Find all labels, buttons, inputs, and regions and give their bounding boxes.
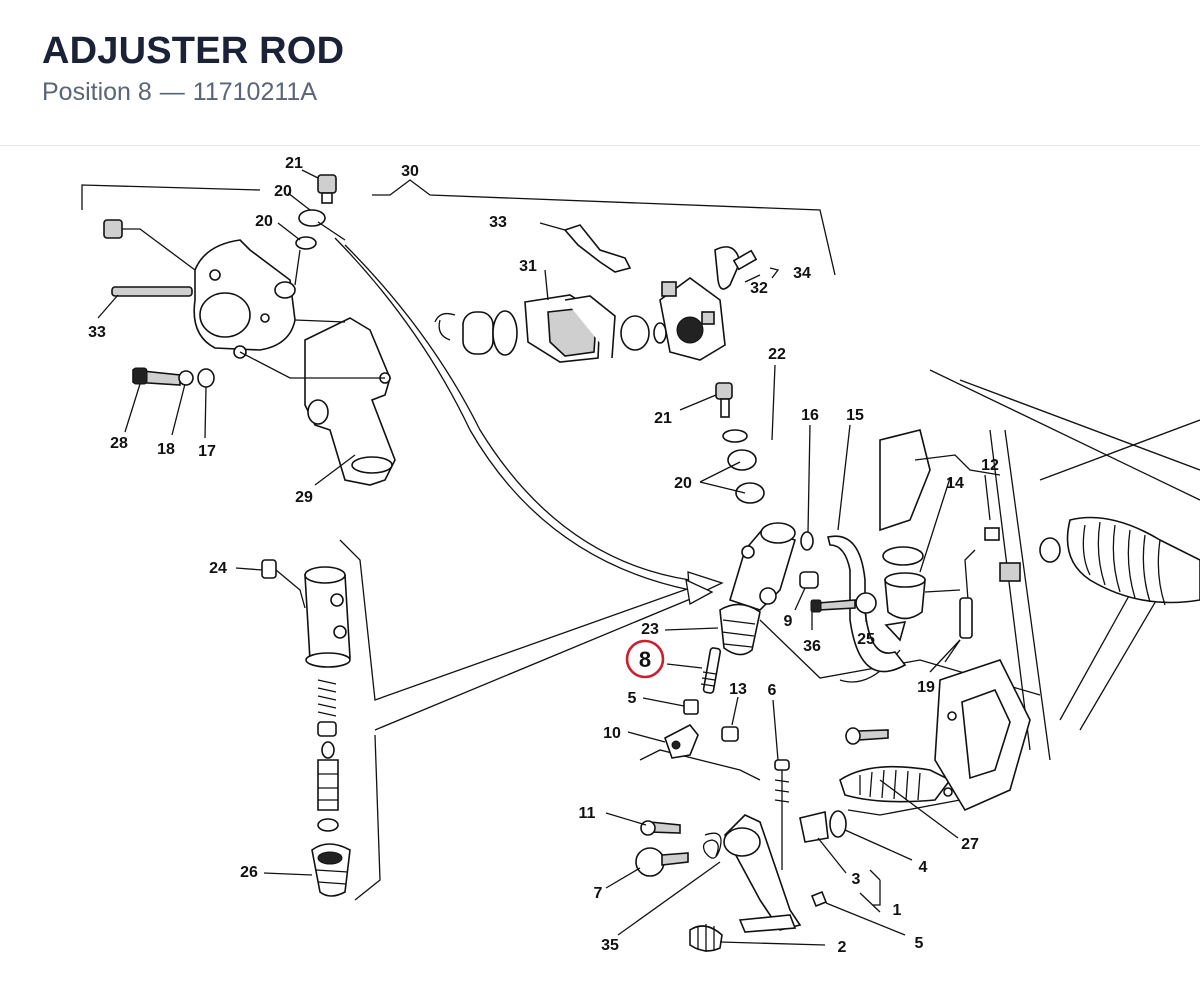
callout-21-right: 21: [654, 410, 672, 427]
boot-icon: [719, 603, 761, 656]
page-subtitle: Position 8—11710211A: [42, 78, 317, 107]
callout-13: 13: [729, 681, 747, 698]
callout-5-lower: 5: [915, 935, 924, 952]
brake-pads-group: [434, 224, 780, 363]
callout-25: 25: [857, 631, 875, 648]
subtitle-separator: —: [159, 78, 185, 106]
callout-2: 2: [838, 939, 847, 956]
callout-23: 23: [641, 621, 659, 638]
callout-8-highlighted[interactable]: 8: [639, 647, 651, 672]
screw-icon: [103, 219, 123, 239]
callout-20-right: 20: [674, 475, 692, 492]
callout-22: 22: [768, 346, 786, 363]
callout-28: 28: [110, 435, 128, 452]
callout-17: 17: [198, 443, 216, 460]
callout-14: 14: [946, 475, 964, 492]
callout-29: 29: [295, 489, 313, 506]
callout-7: 7: [594, 885, 603, 902]
highlight-ring: [625, 639, 665, 679]
callout-3: 3: [852, 871, 861, 888]
callout-6: 6: [768, 682, 777, 699]
adjuster-rod: [702, 647, 722, 694]
header: ADJUSTER ROD Position 8—11710211A: [0, 0, 1200, 146]
callout-31: 31: [519, 258, 537, 275]
callout-35: 35: [601, 937, 619, 954]
callout-19: 19: [917, 679, 935, 696]
rear-caliper-group: [103, 174, 396, 486]
callout-26: 26: [240, 864, 258, 881]
group-lines: [81, 179, 1200, 901]
callout-30: 30: [401, 163, 419, 180]
leader-lines: [97, 169, 991, 946]
callout-34: 34: [793, 265, 811, 282]
callout-1: 1: [893, 902, 902, 919]
callout-4: 4: [919, 859, 928, 876]
caliper-bracket: [304, 317, 396, 486]
callout-36: 36: [803, 638, 821, 655]
callout-9: 9: [784, 613, 793, 630]
callout-labels: 21 20 20 30 33 31 34 32 33 28 18 17 29 2…: [88, 155, 999, 956]
callout-12: 12: [981, 457, 999, 474]
part-number: 11710211A: [192, 78, 317, 106]
callout-20-mid: 20: [255, 213, 273, 230]
callout-21-top: 21: [285, 155, 303, 172]
callout-15: 15: [846, 407, 864, 424]
callout-32: 32: [750, 280, 768, 297]
callout-33-top: 33: [489, 214, 507, 231]
callout-11: 11: [579, 805, 596, 822]
callout-16: 16: [801, 407, 819, 424]
callout-27: 27: [961, 836, 979, 853]
callout-5-upper: 5: [628, 690, 637, 707]
pin-icon: [111, 286, 193, 297]
brake-pedal-group: [635, 659, 1031, 952]
callout-20-top: 20: [274, 183, 292, 200]
callout-24: 24: [209, 560, 227, 577]
callout-18: 18: [157, 441, 175, 458]
position-label: Position 8: [42, 78, 152, 106]
page-title: ADJUSTER ROD: [42, 30, 345, 72]
callout-33-left: 33: [88, 324, 106, 341]
left-master-cylinder: [261, 559, 351, 897]
master-cylinder-group: [664, 382, 1200, 759]
callout-10: 10: [603, 725, 621, 742]
